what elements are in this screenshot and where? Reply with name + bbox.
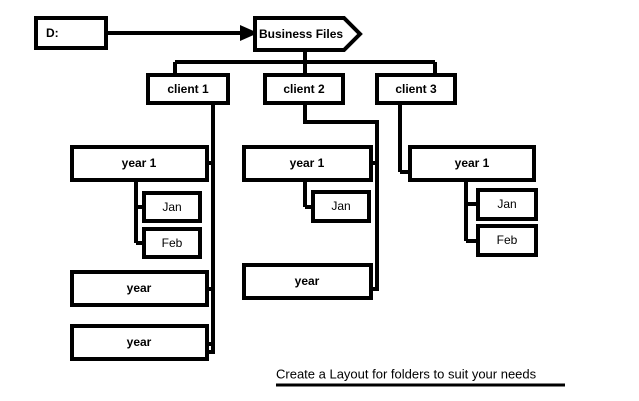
caption: Create a Layout for folders to suit your… [276,366,565,387]
node-business-files[interactable]: Business Files [253,16,363,52]
node-c1-year-1-label: year 1 [122,156,157,170]
node-c1-year-2-label: year [127,281,152,295]
node-c2-year-2-label: year [295,274,320,288]
connector-root-to-clients [173,51,437,75]
node-c3-feb-label: Feb [497,233,518,247]
node-client-3[interactable]: client 3 [375,73,457,105]
node-drive[interactable]: D: [34,16,108,50]
node-c1-feb[interactable]: Feb [142,227,202,259]
node-c2-year-1-label: year 1 [290,156,325,170]
node-c1-year-1[interactable]: year 1 [70,145,209,182]
node-c1-jan-label: Jan [162,200,181,214]
node-client-3-label: client 3 [395,82,437,96]
node-c2-jan[interactable]: Jan [311,190,371,223]
connector-client1-trunk [205,103,215,354]
node-business-files-label: Business Files [259,27,343,41]
node-client-1-label: client 1 [167,82,209,96]
node-c2-year-2[interactable]: year [242,263,373,300]
node-c1-year-3[interactable]: year [70,324,209,361]
node-c2-jan-label: Jan [331,199,350,213]
node-client-2-label: client 2 [283,82,325,96]
node-c3-year-1[interactable]: year 1 [408,145,536,182]
node-drive-label: D: [46,26,59,40]
node-c1-year-3-label: year [127,335,152,349]
node-c3-year-1-label: year 1 [455,156,490,170]
node-c2-year-1[interactable]: year 1 [242,145,373,182]
node-c3-jan-label: Jan [497,197,516,211]
connector-drive-to-root [105,25,258,41]
node-client-1[interactable]: client 1 [146,73,230,105]
node-client-2[interactable]: client 2 [263,73,345,105]
caption-label: Create a Layout for folders to suit your… [276,366,537,381]
node-c1-year-2[interactable]: year [70,270,209,307]
node-c1-feb-label: Feb [162,236,183,250]
node-c3-jan[interactable]: Jan [476,188,538,221]
node-c3-feb[interactable]: Feb [476,224,538,257]
node-c1-jan[interactable]: Jan [142,191,202,223]
